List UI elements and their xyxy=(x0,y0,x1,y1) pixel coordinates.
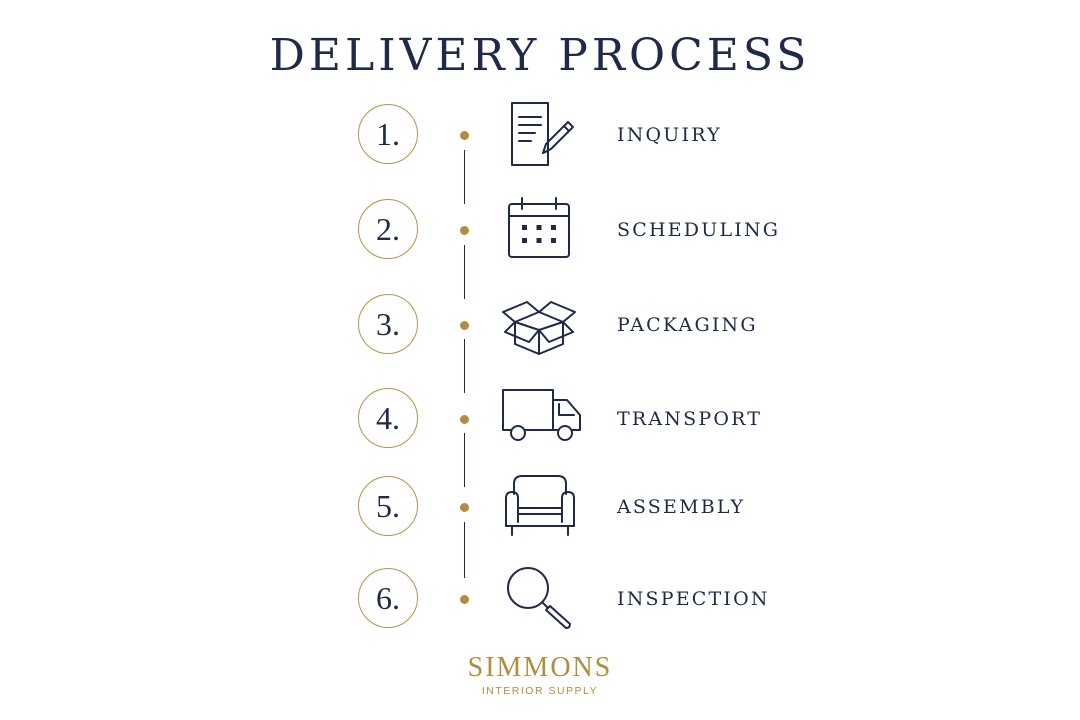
timeline-connector xyxy=(464,150,465,204)
page-title: DELIVERY PROCESS xyxy=(269,30,811,81)
step-label: PACKAGING xyxy=(617,314,758,336)
timeline-dot xyxy=(460,503,469,512)
step-number: 5. xyxy=(358,476,418,536)
step-label: INQUIRY xyxy=(617,124,722,146)
step-number: 6. xyxy=(358,568,418,628)
timeline-connector xyxy=(464,245,465,299)
step-label: SCHEDULING xyxy=(617,219,781,241)
step-transport: 4. TRANSPORT xyxy=(0,388,1080,450)
timeline-connector xyxy=(464,522,465,578)
open-box-icon xyxy=(498,290,582,360)
step-label: INSPECTION xyxy=(617,588,770,610)
timeline-connector xyxy=(464,433,465,487)
step-label: ASSEMBLY xyxy=(617,496,746,518)
step-label: TRANSPORT xyxy=(617,408,763,430)
step-number: 4. xyxy=(358,388,418,448)
timeline-dot xyxy=(460,415,469,424)
brand-tagline: INTERIOR SUPPLY xyxy=(481,685,599,697)
timeline-connector xyxy=(464,339,465,393)
step-packaging: 3. PACKAGING xyxy=(0,294,1080,356)
document-pencil-icon xyxy=(498,100,582,170)
step-scheduling: 2. SCHEDULING xyxy=(0,197,1080,261)
timeline-dot xyxy=(460,321,469,330)
magnifier-icon xyxy=(498,564,582,634)
step-inspection: 6. INSPECTION xyxy=(0,567,1080,630)
step-assembly: 5. ASSEMBLY xyxy=(0,475,1080,538)
step-number: 1. xyxy=(358,104,418,164)
truck-icon xyxy=(498,384,582,454)
brand-name: SIMMONS xyxy=(467,652,613,683)
timeline-dot xyxy=(460,131,469,140)
calendar-icon xyxy=(498,195,582,265)
step-number: 3. xyxy=(358,294,418,354)
timeline-dot xyxy=(460,595,469,604)
step-number: 2. xyxy=(358,199,418,259)
armchair-icon xyxy=(498,472,582,542)
step-inquiry: 1. INQUIRY xyxy=(0,102,1080,166)
timeline-dot xyxy=(460,226,469,235)
